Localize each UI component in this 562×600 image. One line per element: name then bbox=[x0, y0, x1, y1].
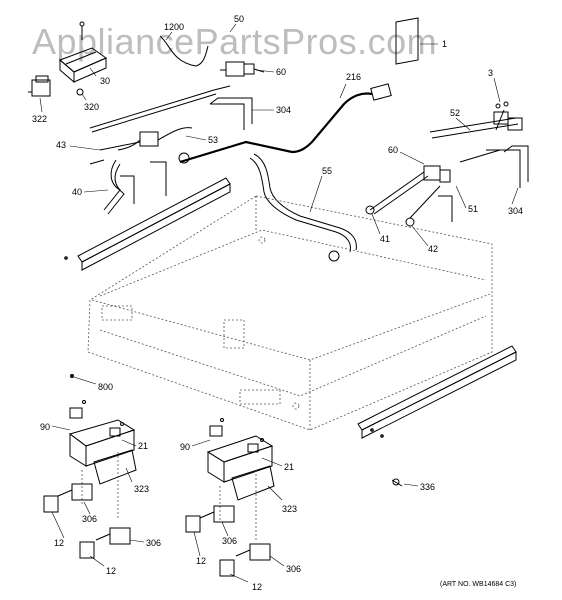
gas-tube-upper bbox=[89, 89, 215, 129]
callout-800: 800 bbox=[98, 382, 113, 392]
burner-box bbox=[87, 195, 493, 431]
callout-323-b: 323 bbox=[282, 504, 297, 514]
callout-12-c: 12 bbox=[196, 556, 206, 566]
callout-30: 30 bbox=[100, 76, 110, 86]
art-number: (ART NO. WB14684 C3) bbox=[440, 581, 516, 588]
callout-42: 42 bbox=[428, 244, 438, 254]
callout-336: 336 bbox=[420, 482, 435, 492]
callout-41: 41 bbox=[380, 234, 390, 244]
callout-60-right: 60 bbox=[388, 145, 398, 155]
callout-306-c: 306 bbox=[222, 536, 237, 546]
callout-216: 216 bbox=[346, 72, 361, 82]
callout-320: 320 bbox=[84, 102, 99, 112]
callout-50: 50 bbox=[234, 14, 244, 24]
callout-1: 1 bbox=[442, 39, 447, 49]
callout-90-b: 90 bbox=[180, 442, 190, 452]
callout-304-right: 304 bbox=[508, 206, 523, 216]
callout-306: 306 bbox=[82, 514, 97, 524]
callout-90: 90 bbox=[40, 422, 50, 432]
screw-336 bbox=[391, 478, 403, 487]
valve-60-left bbox=[220, 61, 265, 77]
callout-55: 55 bbox=[322, 166, 332, 176]
callout-306-d: 306 bbox=[286, 564, 301, 574]
callout-12: 12 bbox=[54, 538, 64, 548]
transformer-322 bbox=[28, 75, 51, 97]
callout-323: 323 bbox=[134, 484, 149, 494]
callout-21-b: 21 bbox=[284, 462, 294, 472]
callout-60: 60 bbox=[276, 67, 286, 77]
rail-left bbox=[64, 177, 231, 271]
callout-306-b: 306 bbox=[146, 538, 161, 548]
watermark: AppliancePartsPros.com bbox=[32, 21, 437, 62]
bracket-304-upper bbox=[209, 97, 253, 130]
callout-12-d: 12 bbox=[252, 582, 262, 592]
rail-right bbox=[357, 345, 517, 439]
valve-assembly-53 bbox=[89, 127, 193, 165]
valve-cluster-left bbox=[43, 400, 137, 559]
spark-module-30 bbox=[59, 47, 108, 84]
callout-304: 304 bbox=[276, 105, 291, 115]
callout-53: 53 bbox=[208, 135, 218, 145]
callout-12-b: 12 bbox=[106, 566, 116, 576]
valve-cluster-right bbox=[185, 418, 275, 577]
callout-labels: 1200 50 1 30 60 322 320 216 3 304 43 53 … bbox=[32, 14, 523, 592]
leader-lines bbox=[39, 23, 519, 583]
screw-800 bbox=[69, 373, 75, 379]
callout-51: 51 bbox=[468, 204, 478, 214]
callout-43: 43 bbox=[56, 140, 66, 150]
callout-3: 3 bbox=[488, 68, 493, 78]
callout-322: 322 bbox=[32, 114, 47, 124]
callout-52: 52 bbox=[450, 108, 460, 118]
callout-1200: 1200 bbox=[164, 22, 184, 32]
panel-1 bbox=[395, 17, 419, 65]
wire-1200 bbox=[159, 35, 209, 67]
callout-21: 21 bbox=[138, 441, 148, 451]
nut-320 bbox=[76, 88, 84, 96]
manifold-216 bbox=[179, 92, 373, 164]
callout-40: 40 bbox=[72, 187, 82, 197]
right-valve-assembly bbox=[365, 101, 529, 227]
